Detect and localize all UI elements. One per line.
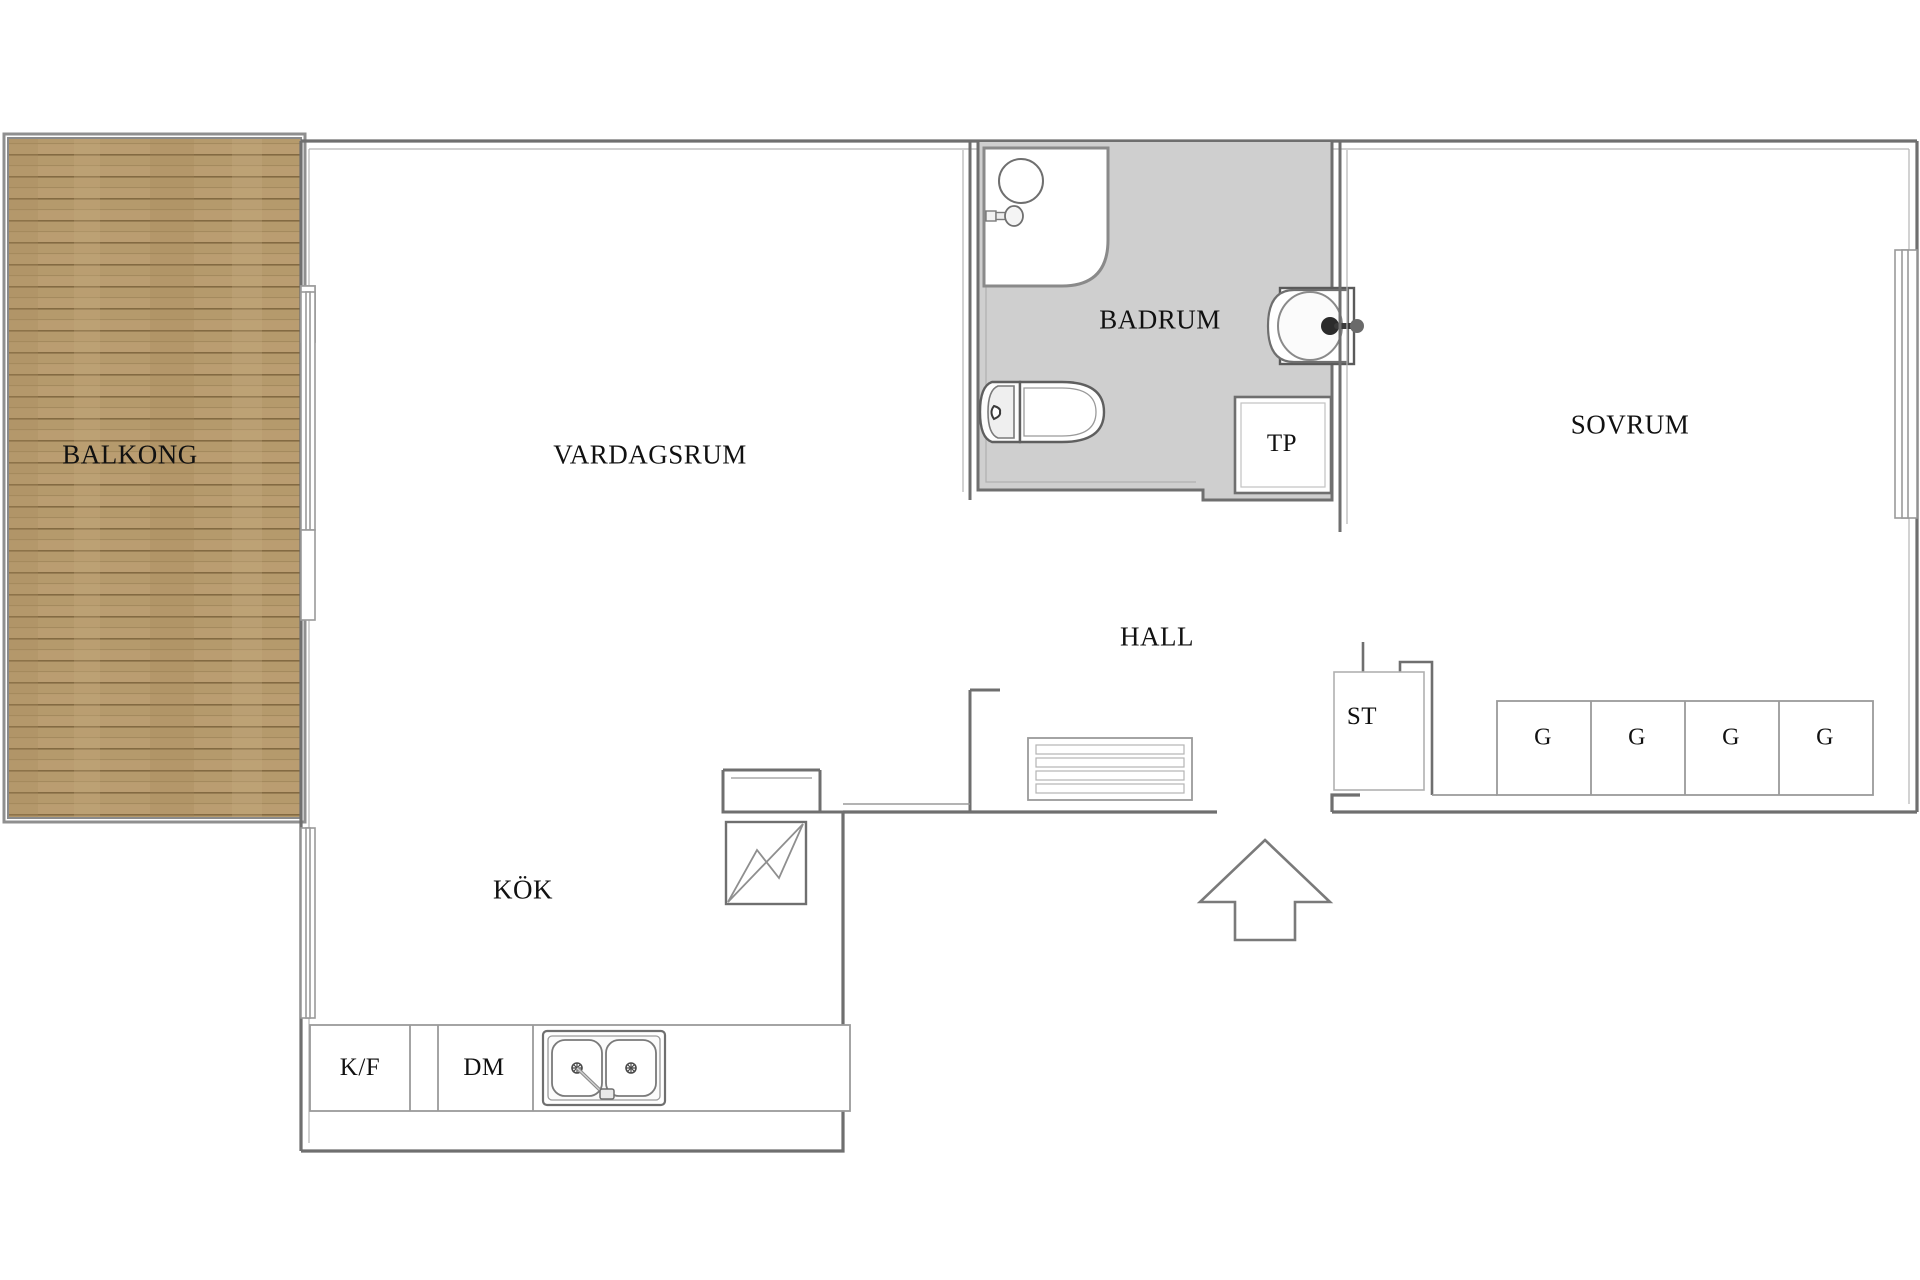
balcony-wall-openings [300,285,316,1019]
kitchen-walls [721,768,843,814]
stove-icon [724,820,808,906]
wardrobe-label-2: G [1628,724,1646,751]
bathroom [976,142,1364,502]
washbasin-icon [1266,286,1364,366]
wardrobe-label-1: G [1534,724,1552,751]
fixture-label-tp: TP [1266,430,1298,457]
room-label-vardagsrum: VARDAGSRUM [553,439,747,470]
st-closet [1330,642,1434,812]
bedroom-window [1894,249,1918,519]
wardrobe-label-3: G [1722,724,1740,751]
room-label-hall: HALL [1120,621,1194,652]
radiator-icon [1027,737,1193,801]
wardrobe-label-4: G [1816,724,1834,751]
balcony-area [2,132,307,824]
fixture-label-dm: DM [463,1054,505,1081]
kitchen-sink-icon [541,1029,667,1107]
shower-icon [982,146,1110,288]
entrance-arrow-icon [1196,838,1334,942]
toilet-icon [978,380,1106,444]
room-label-sovrum: SOVRUM [1570,409,1690,440]
fixture-label-st: ST [1346,703,1378,730]
living-hall-divider [968,688,1000,812]
room-label-balkong: BALKONG [62,439,198,470]
wardrobe-row [1496,700,1874,796]
room-label-kok: KÖK [493,874,553,905]
fixture-label-kf: K/F [339,1054,381,1081]
room-label-badrum: BADRUM [1099,304,1221,335]
tp-closet [1233,395,1333,495]
